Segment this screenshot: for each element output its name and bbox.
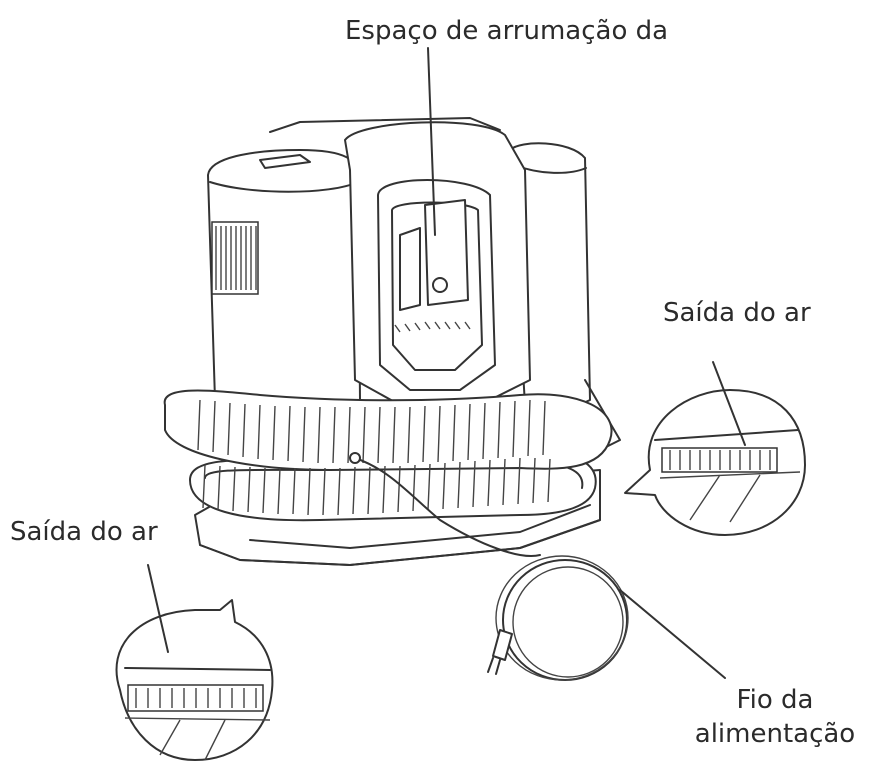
label-power-cord-line2: alimentação <box>694 719 856 749</box>
leader-storage <box>427 47 436 236</box>
power-cord <box>349 452 629 681</box>
zoom-callout-right <box>624 389 806 536</box>
label-air-outlet-right: Saída do ar <box>663 298 811 328</box>
clean-water-tank <box>207 149 361 409</box>
vent-grille <box>211 221 259 295</box>
leader-air-left <box>147 564 169 653</box>
leader-air-right <box>712 361 746 446</box>
label-air-outlet-left: Saída do ar <box>10 517 158 547</box>
label-power-cord-line1: Fio da <box>736 685 814 715</box>
leader-power-cord <box>619 589 726 679</box>
leader-lines <box>147 47 746 679</box>
label-storage-space: Espaço de arrumação da <box>345 16 669 46</box>
label-power-cord: Fio da alimentação <box>690 683 860 751</box>
stored-tool <box>394 199 471 333</box>
hose-upper <box>163 389 613 516</box>
zoom-callout-left <box>115 599 274 761</box>
